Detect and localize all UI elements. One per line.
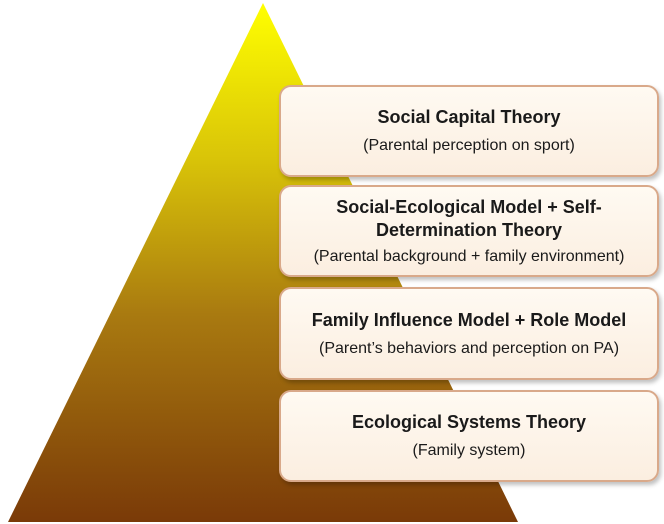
layer-social-ecological-model: Social-Ecological Model + Self-Determina… — [279, 185, 659, 277]
layer-title: Social-Ecological Model + Self-Determina… — [336, 196, 602, 240]
layer-subtitle: (Family system) — [412, 442, 526, 459]
layer-family-influence-model: Family Influence Model + Role Model (Par… — [279, 287, 659, 380]
layer-subtitle: (Parental perception on sport) — [363, 137, 575, 154]
layer-title: Social Capital Theory — [377, 107, 561, 127]
layer-title: Family Influence Model + Role Model — [311, 309, 627, 330]
layer-title: Ecological Systems Theory — [351, 412, 587, 432]
layer-subtitle: (Parent’s behaviors and perception on PA… — [318, 339, 620, 357]
layer-social-capital-theory: Social Capital Theory (Parental percepti… — [279, 85, 659, 177]
layer-subtitle: (Parental background + family environmen… — [313, 247, 625, 265]
layer-ecological-systems-theory: Ecological Systems Theory (Family system… — [279, 390, 659, 482]
